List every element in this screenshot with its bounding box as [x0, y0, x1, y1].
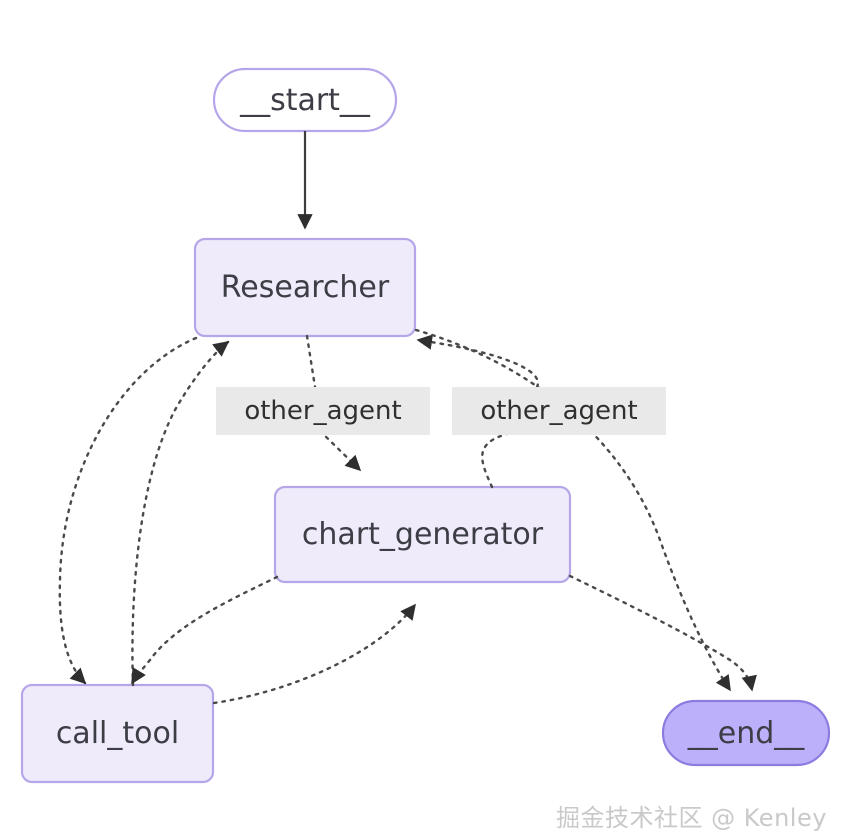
edge-chart-generator-to-end — [568, 574, 757, 692]
edge-label-other-agent-left: other_agent — [216, 387, 430, 435]
edge-researcher-to-chart-generator — [305, 334, 360, 470]
edge-label-other-agent-right: other_agent — [452, 387, 666, 435]
node-shape-start[interactable] — [212, 67, 398, 133]
edge-call-tool-to-chart-generator — [212, 603, 417, 705]
watermark: 掘金技术社区 @ Kenley — [556, 804, 827, 832]
node-shape-chart-generator[interactable] — [273, 485, 572, 584]
edge-call-tool-to-researcher — [131, 340, 230, 687]
node-shape-researcher[interactable] — [193, 237, 417, 338]
edge-chart-generator-to-call-tool — [130, 575, 279, 685]
edge-researcher-to-call-tool — [58, 336, 198, 685]
edges — [58, 131, 757, 705]
node-shapes — [20, 67, 831, 784]
edge-researcher-to-end — [414, 328, 732, 692]
node-shape-end[interactable] — [661, 699, 831, 767]
node-shape-call-tool[interactable] — [20, 683, 215, 784]
